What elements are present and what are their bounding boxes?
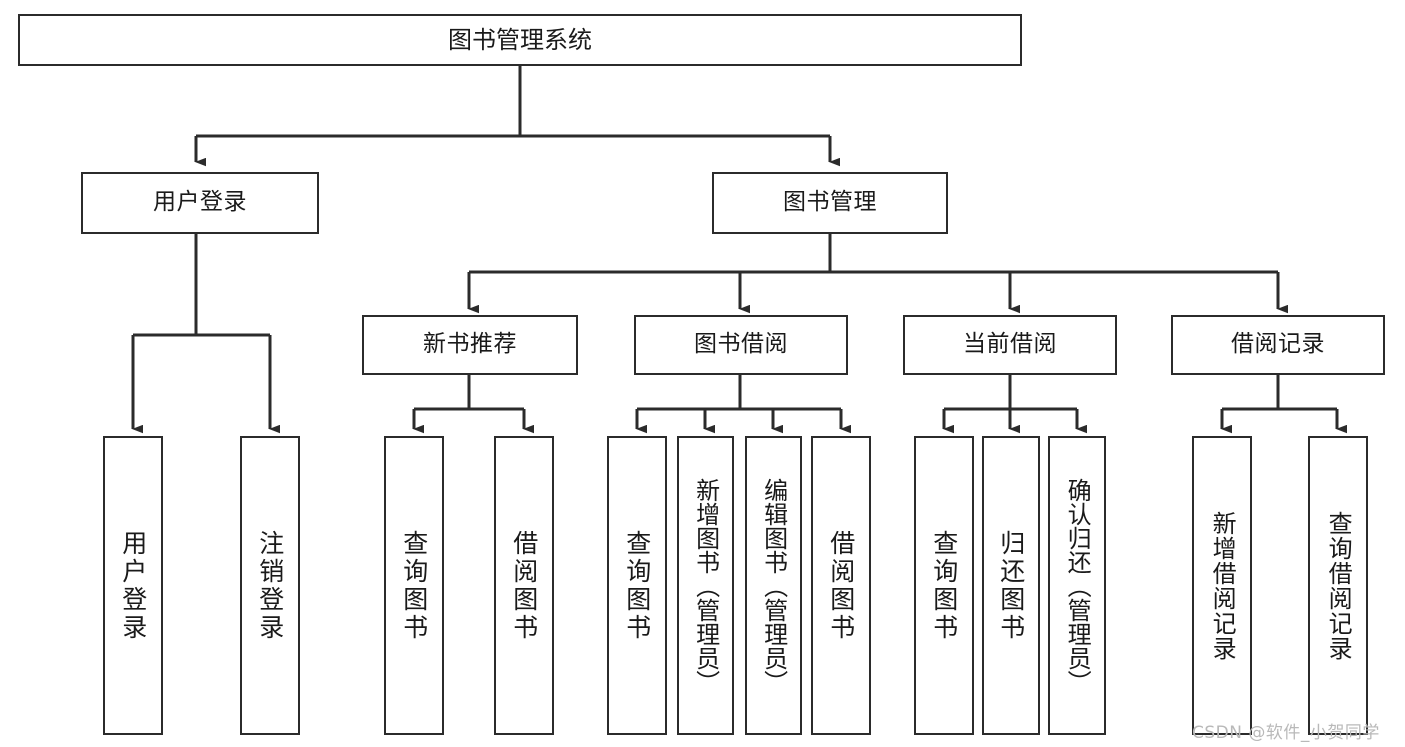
node-leaf-query-book-2[interactable]: 查询图书	[607, 436, 667, 735]
node-new-book-recommend[interactable]: 新书推荐	[362, 315, 578, 375]
csdn-watermark: CSDN @软件_小贺同学	[1192, 723, 1380, 743]
node-label: 查询借阅记录	[1324, 510, 1353, 661]
node-label: 新增借阅记录	[1208, 510, 1237, 661]
node-leaf-edit-book[interactable]: 编辑图书（管理员）	[745, 436, 802, 735]
node-leaf-borrow-book-1[interactable]: 借阅图书	[494, 436, 554, 735]
node-label: 查询图书	[622, 529, 652, 642]
node-leaf-user-login[interactable]: 用户登录	[103, 436, 163, 735]
node-label: 编辑图书（管理员）	[759, 477, 788, 694]
node-leaf-query-book-3[interactable]: 查询图书	[914, 436, 974, 735]
node-label: 归还图书	[996, 529, 1026, 642]
node-label: 用户登录	[153, 189, 247, 216]
node-leaf-borrow-book-2[interactable]: 借阅图书	[811, 436, 871, 735]
node-leaf-return-book[interactable]: 归还图书	[982, 436, 1040, 735]
node-label: 图书借阅	[694, 331, 788, 358]
node-leaf-query-book-1[interactable]: 查询图书	[384, 436, 444, 735]
node-label: 查询图书	[929, 529, 959, 642]
node-label: 当前借阅	[963, 331, 1057, 358]
node-book-management-system[interactable]: 图书管理系统	[18, 14, 1022, 66]
node-label: 用户登录	[118, 529, 148, 642]
node-book-manage[interactable]: 图书管理	[712, 172, 948, 234]
node-leaf-query-record[interactable]: 查询借阅记录	[1308, 436, 1368, 735]
node-borrow-record[interactable]: 借阅记录	[1171, 315, 1385, 375]
node-leaf-confirm-return[interactable]: 确认归还（管理员）	[1048, 436, 1106, 735]
node-leaf-add-record[interactable]: 新增借阅记录	[1192, 436, 1252, 735]
node-book-borrow[interactable]: 图书借阅	[634, 315, 848, 375]
node-user-login[interactable]: 用户登录	[81, 172, 319, 234]
node-label: 图书管理	[783, 189, 877, 216]
node-label: 借阅记录	[1231, 331, 1325, 358]
node-label: 图书管理系统	[448, 25, 592, 54]
node-current-borrow[interactable]: 当前借阅	[903, 315, 1117, 375]
node-label: 确认归还（管理员）	[1063, 477, 1092, 694]
node-label: 新增图书（管理员）	[691, 477, 720, 694]
node-label: 新书推荐	[423, 331, 517, 358]
node-label: 注销登录	[255, 529, 285, 642]
node-label: 查询图书	[399, 529, 429, 642]
node-leaf-logout-login[interactable]: 注销登录	[240, 436, 300, 735]
node-label: 借阅图书	[509, 529, 539, 642]
node-label: 借阅图书	[826, 529, 856, 642]
node-leaf-add-book[interactable]: 新增图书（管理员）	[677, 436, 734, 735]
